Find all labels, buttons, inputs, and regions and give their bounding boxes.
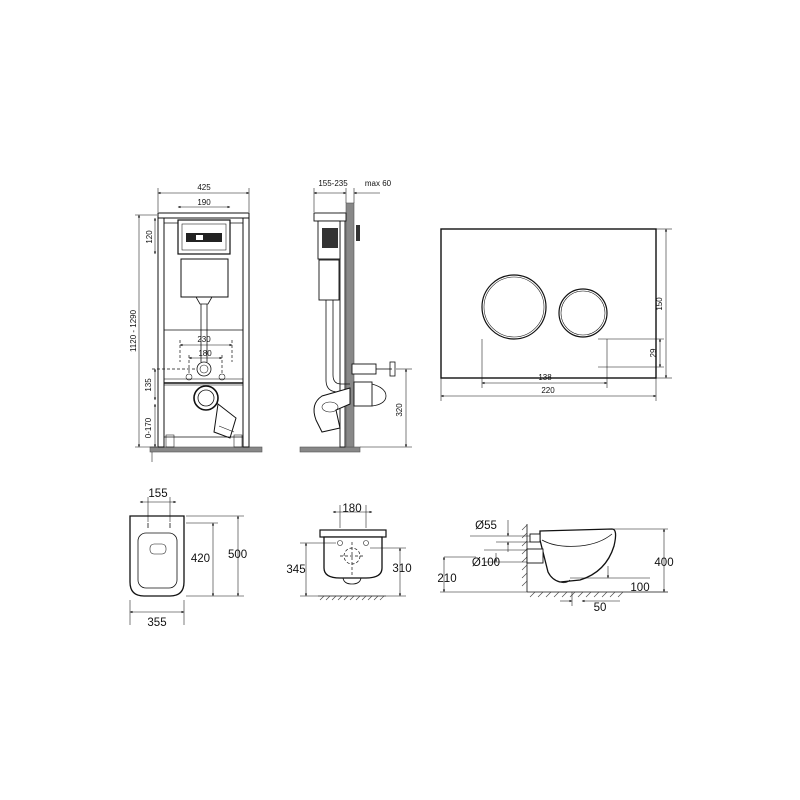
- dim-plate-bottom: 29: [649, 348, 658, 357]
- dim-foot-adjust: 0-170: [144, 417, 153, 438]
- dim-inlet-diameter: Ø55: [475, 520, 497, 532]
- frame-front-view: 425 190 1120 - 1290 120 230 180 135 0-17…: [129, 183, 263, 462]
- dim-frame-depth: 155-235: [318, 179, 348, 188]
- dim-frame-height: 1120 - 1290: [129, 309, 138, 352]
- dim-bowl-height: 400: [654, 557, 673, 569]
- dim-plate-width: 220: [541, 386, 555, 395]
- dim-side-outlet-height: 210: [437, 573, 456, 585]
- dim-bowl-bottom: 100: [630, 582, 649, 594]
- dim-wall-gap: 50: [594, 602, 607, 614]
- dim-bowl-width: 355: [147, 617, 166, 629]
- frame-side-view: 155-235 max 60 320: [299, 179, 412, 453]
- bowl-side-view: Ø55 Ø100 210 400 100 50: [437, 520, 674, 614]
- dim-frame-width: 425: [197, 183, 211, 192]
- dim-seat-length: 420: [191, 553, 210, 565]
- flush-plate-view: 150 29 138 220: [440, 228, 672, 401]
- dim-bowl-length: 500: [228, 549, 247, 561]
- bowl-top-view: 155 355 420 500: [129, 488, 247, 629]
- dim-back-height-left: 345: [286, 564, 305, 576]
- dim-plate-height: 150: [655, 297, 664, 311]
- dim-outlet-height: 135: [144, 378, 153, 392]
- dim-top-width: 190: [197, 198, 211, 207]
- dim-top-offset: 120: [145, 230, 154, 244]
- bowl-back-view: 180 345 310: [286, 503, 412, 601]
- dim-back-height-right: 310: [392, 563, 411, 575]
- dim-back-fix-spacing: 180: [342, 503, 361, 515]
- dim-stud-spacing: 180: [198, 349, 212, 358]
- dim-buttons-span: 138: [538, 373, 552, 382]
- dim-max-depth: max 60: [365, 179, 392, 188]
- dim-outlet-diameter: Ø100: [472, 557, 500, 569]
- dim-pipe-spacing: 230: [197, 335, 211, 344]
- dim-bowl-fix-spacing: 155: [148, 488, 167, 500]
- dim-side-outlet-height: 320: [395, 403, 404, 417]
